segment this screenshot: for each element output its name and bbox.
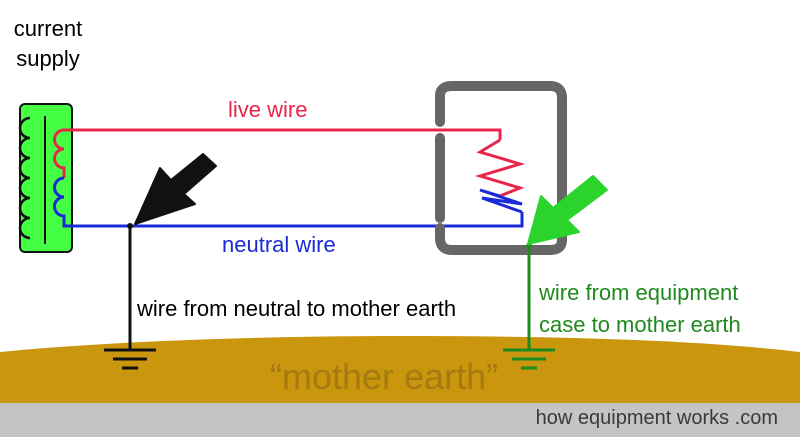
supply-primary-coil — [18, 116, 31, 240]
equipment-earth-wire-label: wire from equipment case to mother earth — [539, 277, 741, 341]
live-wire — [70, 128, 502, 140]
footer-credit: how equipment works .com — [535, 407, 778, 429]
supply-secondary-coil-live — [53, 128, 70, 178]
green-pointer-arrow — [527, 175, 608, 245]
heating-element-neutral — [479, 188, 523, 214]
neutral-wire — [70, 212, 524, 228]
supply-secondary-coil-neutral — [53, 176, 70, 228]
current-supply-label: current supply — [8, 14, 88, 74]
live-wire-label: live wire — [228, 97, 308, 122]
heating-element-live — [474, 138, 526, 198]
black-pointer-arrow — [134, 153, 217, 225]
equipment-case — [435, 81, 567, 255]
neutral-earth-wire-label: wire from neutral to mother earth — [137, 296, 457, 321]
current-supply-label-line2: supply — [16, 46, 80, 71]
neutral-junction — [127, 223, 133, 229]
mother-earth-ground — [0, 336, 800, 405]
neutral-wire-label: neutral wire — [222, 232, 336, 257]
neutral-ground-symbol — [104, 348, 156, 370]
equipment-ground-symbol — [503, 348, 555, 370]
equipment-earth-label-line1: wire from equipment — [539, 280, 739, 305]
footer-bar: how equipment works .com — [0, 403, 800, 437]
mother-earth-label: “mother earth” — [270, 356, 499, 397]
current-supply-label-line1: current — [13, 16, 83, 41]
equipment-earth-label-line2: case to mother earth — [539, 312, 741, 337]
